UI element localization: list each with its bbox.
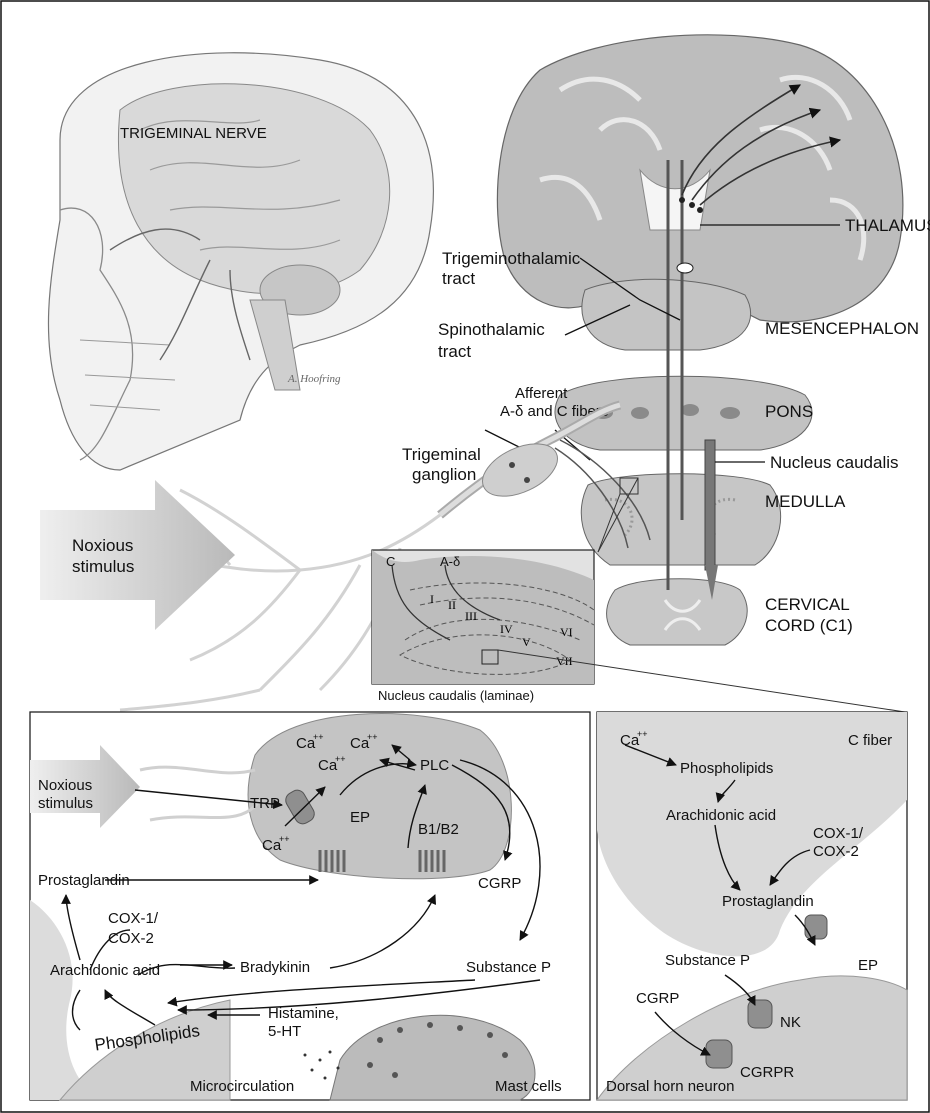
b1b2-label: B1/B2 [418,821,459,838]
lamina-IV: IV [500,622,513,636]
bradykinin-label: Bradykinin [240,959,310,976]
cox-label: COX-1/ [108,910,159,927]
rp-ep-label: EP [858,957,878,974]
ca-plus-3: ++ [367,732,378,742]
mast-cells-label: Mast cells [495,1078,562,1095]
nucleus-caudalis-label: Nucleus caudalis [770,453,899,472]
noxious-label-2: stimulus [72,557,134,576]
trigeminal-ganglion-label-2: ganglion [412,465,476,484]
cox-label-2: COX-2 [108,930,154,947]
trigeminal-nerve-title: TRIGEMINAL NERVE [120,125,267,142]
lamina-II: II [448,598,456,612]
ep-label: EP [350,809,370,826]
rp-substance-p-label: Substance P [665,952,750,969]
peripheral-sensitization-panel: Noxious stimulus TRP Ca ++ Ca ++ Ca ++ C… [30,712,590,1100]
histamine-label-2: 5-HT [268,1023,301,1040]
lamina-I: I [430,592,434,606]
mesencephalon-label: MESENCEPHALON [765,319,919,338]
c-fiber-label: C fiber [848,732,892,749]
medulla-label: MEDULLA [765,492,846,511]
mesencephalon-shape [582,279,751,350]
trigeminothalamic-label-2: tract [442,269,475,288]
dorsal-horn-label: Dorsal horn neuron [606,1078,734,1095]
prostaglandin-label: Prostaglandin [38,872,130,889]
trigeminal-ganglion-label: Trigeminal [402,445,481,464]
panel-noxious-label-2: stimulus [38,795,93,812]
histamine-label: Histamine, [268,1005,339,1022]
thalamus-label: THALAMUS [845,216,930,235]
lamina-III: III [465,609,477,623]
substance-p-label: Substance P [466,959,551,976]
trigeminothalamic-label: Trigeminothalamic [442,249,581,268]
pons-label: PONS [765,402,813,421]
ca-plus-2: ++ [335,754,346,764]
ca-plus-bottom: ++ [279,834,290,844]
artist-signature: A. Hoofring [287,373,341,385]
spinothalamic-label-2: tract [438,342,471,361]
microcirculation-label: Microcirculation [190,1078,294,1095]
spinothalamic-label: Spinothalamic [438,320,545,339]
cgrpr-label: CGRPR [740,1064,794,1081]
rp-prostaglandin-label: Prostaglandin [722,893,814,910]
panel-noxious-label: Noxious [38,777,92,794]
nk-label: NK [780,1014,801,1031]
central-sensitization-panel: Ca ++ C fiber Phospholipids Arachidonic … [597,712,907,1100]
rp-cox-label: COX-1/ [813,825,864,842]
plc-label: PLC [420,757,449,774]
afferent-label: Afferent [515,385,568,402]
cervical-label: CERVICAL [765,595,850,614]
rp-cgrp-label: CGRP [636,990,679,1007]
cervical-label-2: CORD (C1) [765,616,853,635]
lamina-V: V [522,635,531,649]
arachidonic-label: Arachidonic acid [50,962,160,979]
lamina-VI: VI [560,625,573,639]
inset-c: C [386,554,395,569]
inset-caption: Nucleus caudalis (laminae) [378,688,534,703]
rp-ca-plus: ++ [637,729,648,739]
rp-cox-label-2: COX-2 [813,843,859,860]
ca-plus-1: ++ [313,732,324,742]
rp-arachidonic-label: Arachidonic acid [666,807,776,824]
inset-a-delta: A-δ [440,554,460,569]
cgrp-label: CGRP [478,875,521,892]
noxious-label: Noxious [72,536,133,555]
rp-phospholipids-label: Phospholipids [680,760,773,777]
trp-label: TRP [250,795,280,812]
